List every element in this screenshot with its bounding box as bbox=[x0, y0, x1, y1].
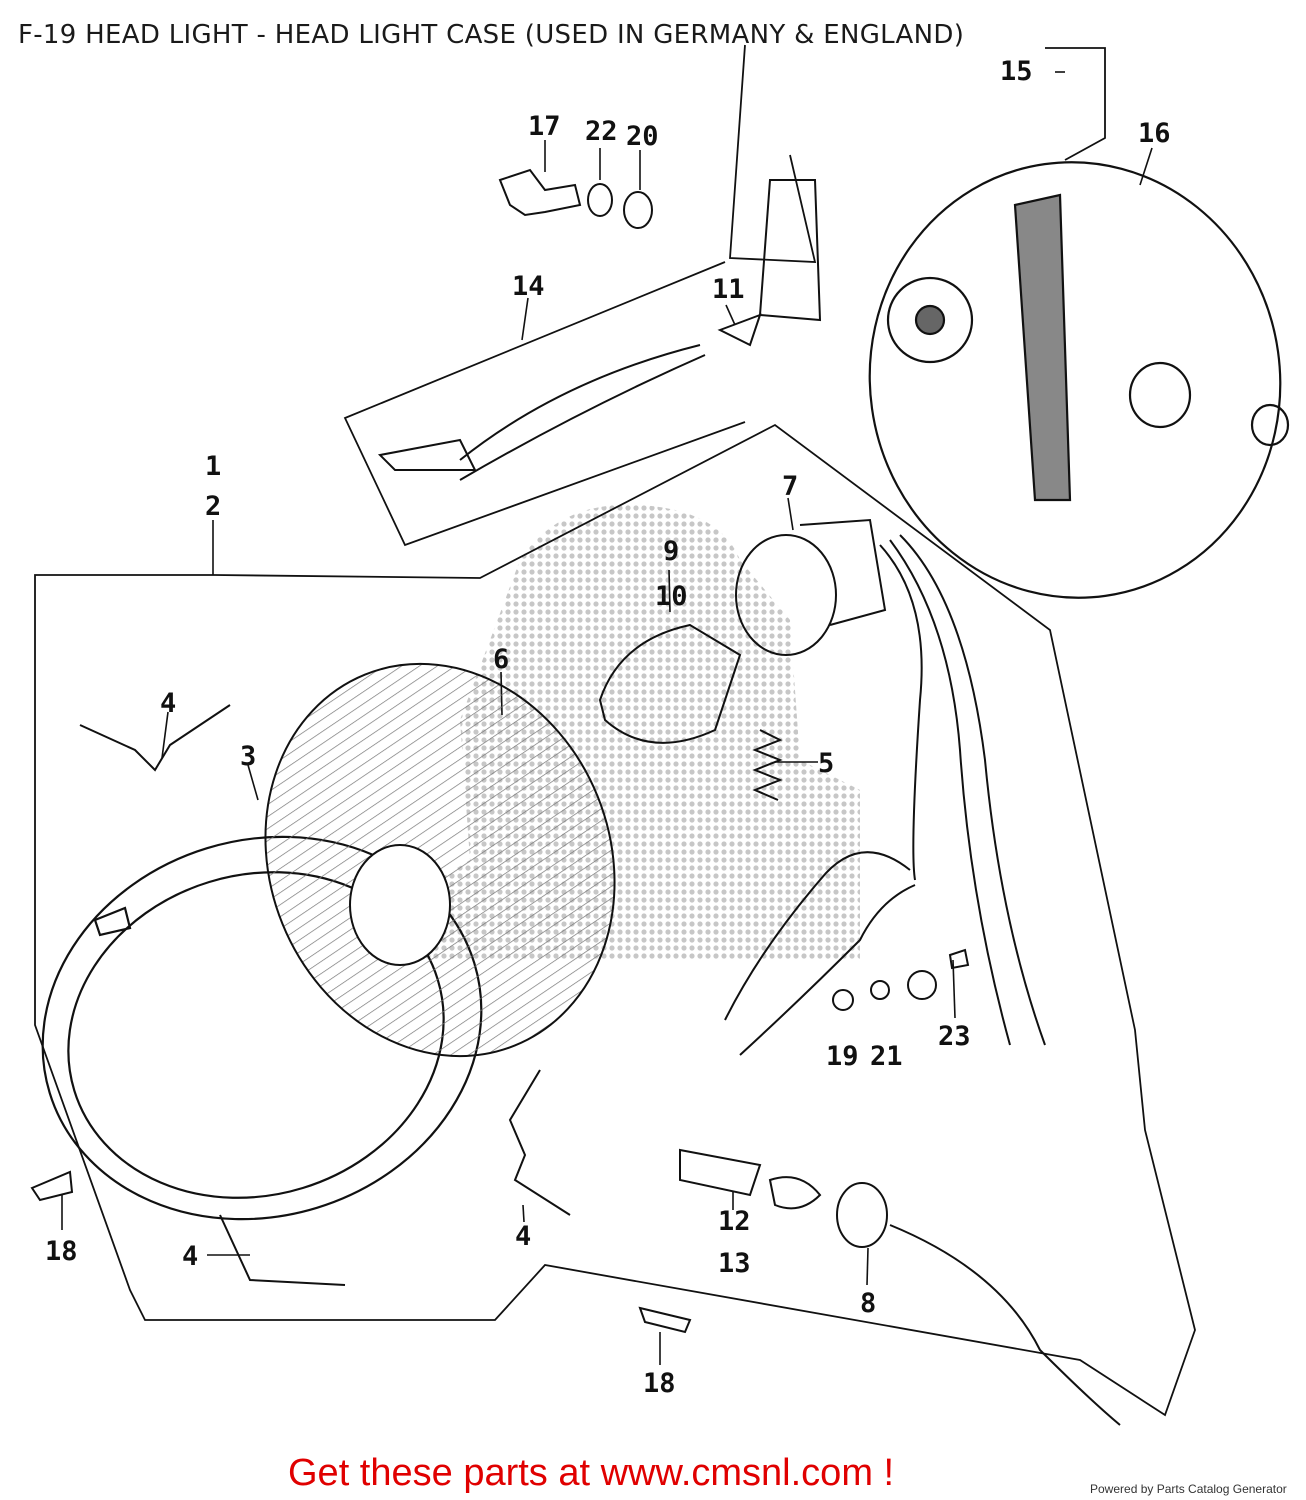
part-label-17: 17 bbox=[528, 111, 561, 142]
part-label-10: 10 bbox=[655, 581, 688, 612]
part-labels: 1 2 3 4 4 4 5 6 7 8 9 10 11 12 13 14 15 … bbox=[45, 56, 1171, 1399]
part-label-19: 19 bbox=[826, 1041, 859, 1072]
part-label-6: 6 bbox=[493, 644, 509, 675]
part-label-20: 20 bbox=[626, 121, 659, 152]
generator-credit: Powered by Parts Catalog Generator bbox=[1090, 1482, 1287, 1496]
part-label-16: 16 bbox=[1138, 118, 1171, 149]
part-label-14: 14 bbox=[512, 271, 545, 302]
part-label-9: 9 bbox=[663, 536, 679, 567]
part-label-11: 11 bbox=[712, 274, 745, 305]
part-label-22: 22 bbox=[585, 116, 618, 147]
part-label-5: 5 bbox=[818, 748, 834, 779]
screws bbox=[30, 1170, 692, 1334]
spring bbox=[752, 729, 783, 801]
headlight-case bbox=[868, 161, 1290, 599]
diagram-title: F-19 HEAD LIGHT - HEAD LIGHT CASE (USED … bbox=[18, 20, 965, 50]
part-label-23: 23 bbox=[938, 1021, 971, 1052]
part-label-18b: 18 bbox=[643, 1368, 676, 1399]
small-hardware bbox=[832, 948, 970, 1011]
part-label-4b: 4 bbox=[515, 1221, 531, 1252]
pilot-socket bbox=[679, 1148, 1121, 1426]
assembly-outline bbox=[34, 44, 1196, 1417]
part-label-8: 8 bbox=[860, 1288, 876, 1319]
part-label-21: 21 bbox=[870, 1041, 903, 1072]
part-label-3: 3 bbox=[240, 741, 256, 772]
leader-lines bbox=[61, 71, 1153, 1365]
part-label-4a: 4 bbox=[160, 688, 176, 719]
part-label-13: 13 bbox=[718, 1248, 751, 1279]
bulb-socket bbox=[724, 518, 1046, 1056]
part-label-18a: 18 bbox=[45, 1236, 78, 1267]
headlight-lens bbox=[264, 662, 616, 1058]
part-label-7: 7 bbox=[782, 471, 798, 502]
part-label-1: 1 bbox=[205, 451, 221, 482]
part-label-12: 12 bbox=[718, 1206, 751, 1237]
headlight-bulb bbox=[598, 623, 742, 744]
part-label-15: 15 bbox=[1000, 56, 1033, 87]
part-label-4c: 4 bbox=[182, 1241, 198, 1272]
promo-link[interactable]: Get these parts at www.cmsnl.com ! bbox=[288, 1452, 895, 1494]
part-label-2: 2 bbox=[205, 491, 221, 522]
bracket-hardware bbox=[377, 168, 822, 481]
wire-clips bbox=[79, 704, 571, 1286]
